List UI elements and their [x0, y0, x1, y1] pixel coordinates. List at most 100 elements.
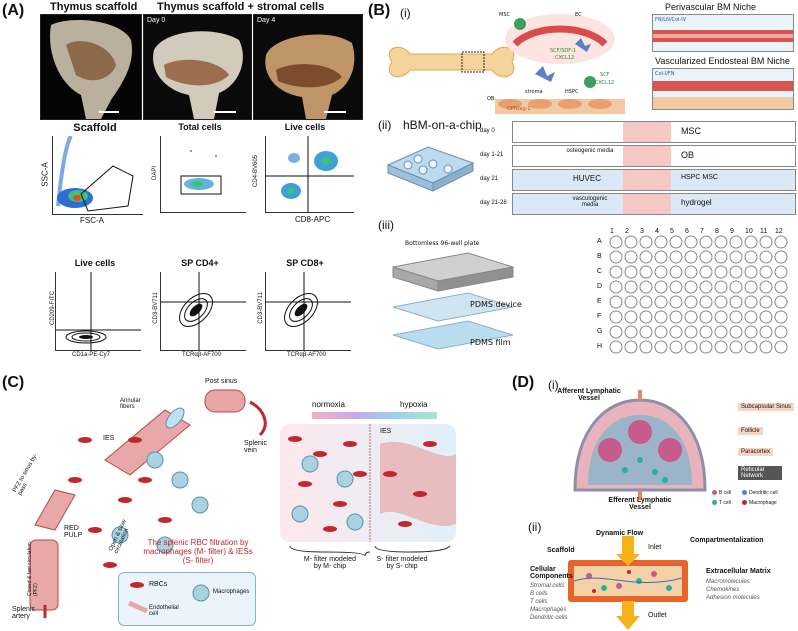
- flow-plot-cd8: [265, 272, 351, 351]
- panel-a-label: (A): [2, 2, 25, 19]
- flow-title-cd8: SP CD8+: [286, 258, 324, 268]
- well: [759, 235, 773, 249]
- scaffold-label: Scaffold: [547, 547, 575, 554]
- well-row-label: E: [597, 298, 602, 305]
- well: [624, 295, 638, 309]
- lbl-ies: IES: [103, 435, 115, 442]
- well: [714, 310, 728, 324]
- dynamic-flow-label: Dynamic Flow: [596, 530, 644, 537]
- yaxis-cd4: CD3-BV711: [152, 292, 159, 324]
- lbl-col: Col-I/FN: [655, 71, 675, 77]
- well: [759, 325, 773, 339]
- well: [639, 325, 653, 339]
- lymph-node-illustration: [573, 390, 707, 500]
- well: [699, 280, 713, 294]
- lbl-opn: OPN/ag-1: [507, 106, 531, 112]
- well-col-label: 1: [610, 228, 614, 235]
- well: [639, 340, 653, 354]
- flow-arrows: [616, 536, 640, 630]
- well: [624, 265, 638, 279]
- xaxis-cd8: TCRαβ-AF700: [287, 352, 326, 358]
- well: [684, 280, 698, 294]
- legend-rbcs: RBCs: [149, 581, 168, 588]
- well: [669, 310, 683, 324]
- thymus-photo-day0: Day 0: [143, 14, 252, 120]
- well-col-label: 11: [760, 228, 768, 235]
- well: [774, 340, 788, 354]
- callout-follicle: Follicle: [738, 427, 763, 435]
- flow-title-total: Total cells: [178, 122, 222, 132]
- row-right: hydrogel: [681, 198, 712, 207]
- row-day: day 21-28: [480, 200, 507, 206]
- row-cells: osteogenic media OB: [512, 145, 796, 167]
- well: [759, 250, 773, 264]
- well: [609, 280, 623, 294]
- panel-c-label: (C): [2, 374, 25, 391]
- well: [684, 295, 698, 309]
- lbl-scf-sdf: SCF/SDF-1: [550, 48, 577, 54]
- oxygen-gradient-bar: [312, 412, 437, 419]
- lbl-splenic-artery: Splenic artery: [12, 606, 35, 620]
- well: [744, 295, 758, 309]
- well: [729, 310, 743, 324]
- well-row-label: G: [597, 328, 603, 335]
- well: [669, 295, 683, 309]
- spleen-illustration: [29, 389, 267, 618]
- legend-macrophage: Macrophage: [749, 500, 777, 506]
- row-right: OB: [681, 150, 695, 160]
- lbl-normoxia: normoxia: [312, 400, 345, 409]
- vascularized-title: Vascularized Endosteal BM Niche: [655, 56, 790, 66]
- well: [654, 295, 668, 309]
- legend-tcell: T cell: [719, 500, 731, 506]
- well-row-label: A: [597, 238, 602, 245]
- c-legend: RBCs Macrophages Endothelial cell: [118, 572, 256, 626]
- thymus-photo-scaffold: [40, 14, 142, 120]
- row-day: day 21: [480, 176, 499, 182]
- row-right: HSPC MSC: [681, 174, 718, 181]
- yaxis-cd8: CD3-BV711: [257, 292, 264, 324]
- well: [684, 265, 698, 279]
- well: [714, 295, 728, 309]
- well-col-label: 9: [730, 228, 734, 235]
- well: [624, 340, 638, 354]
- lbl-ies2: IES: [380, 428, 392, 435]
- m-filter-label: M- filter modeled by M- chip: [303, 556, 357, 570]
- flow-plot-live2: [55, 272, 141, 351]
- well: [774, 310, 788, 324]
- legend-dendritic: Dendritic cell: [749, 490, 778, 496]
- flow-plot-cd4: [160, 272, 246, 351]
- bm-chip-device: [386, 146, 475, 192]
- lbl-filtration: The splenic RBC filtration by macrophage…: [143, 538, 253, 565]
- well-row-label: F: [597, 313, 602, 320]
- well-row-label: D: [597, 283, 603, 290]
- well: [639, 280, 653, 294]
- layer-pdms-film: PDMS film: [470, 338, 511, 347]
- well-row-label: H: [597, 343, 603, 350]
- b-ii-num: (ii): [378, 118, 392, 132]
- outlet-label: Outlet: [648, 612, 667, 619]
- lbl-annular: Annular fibers: [120, 398, 141, 410]
- well: [609, 340, 623, 354]
- well: [654, 235, 668, 249]
- lbl-hypoxia: hypoxia: [400, 400, 428, 409]
- b-i-num: (i): [400, 6, 411, 20]
- legend-endothelial: Endothelial cell: [149, 605, 179, 617]
- well: [609, 235, 623, 249]
- cellular-item: Macrophages: [530, 607, 567, 613]
- well: [759, 265, 773, 279]
- timeline-row: day 21-28 vasculogenic media hydrogel: [478, 192, 796, 215]
- timeline-row: day 21 HUVEC HSPC MSC: [478, 168, 796, 191]
- well: [714, 325, 728, 339]
- lbl-closed-fast: Closed & fast circulation (PFZ): [27, 542, 39, 596]
- xaxis-scaffold: FSC-A: [80, 216, 104, 225]
- well: [624, 280, 638, 294]
- well-col-label: 8: [715, 228, 719, 235]
- well: [714, 280, 728, 294]
- well: [609, 265, 623, 279]
- cellular-item: Stromal cells: [530, 583, 565, 589]
- well: [654, 310, 668, 324]
- well-col-label: 7: [700, 228, 704, 235]
- well: [774, 235, 788, 249]
- well-row-label: C: [597, 268, 603, 275]
- row-mid: osteogenic media: [566, 148, 614, 154]
